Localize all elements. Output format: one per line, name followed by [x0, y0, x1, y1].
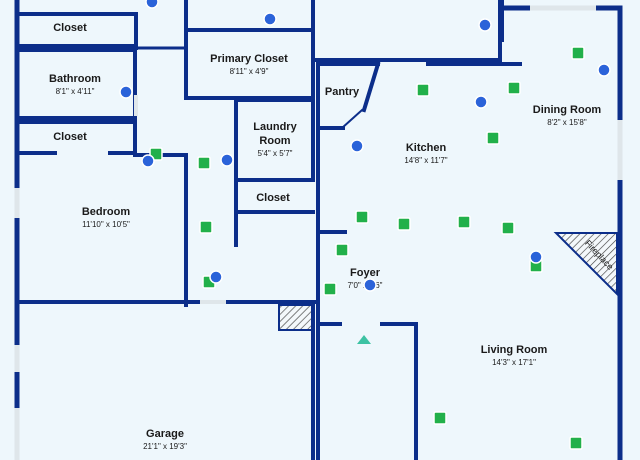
room-closet-small-name: Closet [256, 192, 290, 204]
room-dining-name: Dining Room [533, 104, 602, 116]
green-camera-marker-icon[interactable] [197, 156, 211, 170]
green-camera-marker-icon[interactable] [433, 411, 447, 425]
room-bedroom-name: Bedroom [82, 206, 131, 218]
blue-360-marker-icon[interactable] [145, 0, 159, 9]
room-laundry-dims: 5'4" x 5'7" [258, 149, 293, 158]
room-bathroom-name: Bathroom [49, 73, 101, 85]
green-camera-marker-icon[interactable] [323, 282, 337, 296]
green-camera-marker-icon[interactable] [355, 210, 369, 224]
green-camera-marker-icon[interactable] [571, 46, 585, 60]
room-kitchen-name: Kitchen [406, 142, 447, 154]
room-laundry-name-line1: Laundry [253, 121, 297, 133]
green-camera-marker-icon[interactable] [199, 220, 213, 234]
walls [14, 0, 623, 460]
photo-markers[interactable] [119, 0, 611, 450]
green-camera-marker-icon[interactable] [397, 217, 411, 231]
room-laundry-name-line2: Room [259, 135, 290, 147]
green-camera-marker-icon[interactable] [569, 436, 583, 450]
green-camera-marker-icon[interactable] [507, 81, 521, 95]
blue-360-marker-icon[interactable] [350, 139, 364, 153]
blue-360-marker-icon[interactable] [263, 12, 277, 26]
room-garage-dims: 21'1" x 19'3" [143, 442, 187, 451]
hatched-column [278, 304, 314, 331]
green-camera-marker-icon[interactable] [486, 131, 500, 145]
green-camera-marker-icon[interactable] [501, 221, 515, 235]
blue-360-marker-icon[interactable] [363, 278, 377, 292]
room-primary-closet-dims: 8'11" x 4'9" [230, 67, 269, 76]
blue-360-marker-icon[interactable] [209, 270, 223, 284]
room-bathroom-dims: 8'1" x 4'11" [56, 87, 95, 96]
green-camera-marker-icon[interactable] [335, 243, 349, 257]
blue-360-marker-icon[interactable] [478, 18, 492, 32]
blue-360-marker-icon[interactable] [119, 85, 133, 99]
room-closet-mid-name: Closet [53, 131, 87, 143]
entry-triangle-icon [357, 335, 371, 344]
green-camera-marker-icon[interactable] [457, 215, 471, 229]
room-bedroom-dims: 11'10" x 10'5" [82, 220, 130, 229]
room-living-name: Living Room [481, 344, 548, 356]
room-primary-closet-name: Primary Closet [210, 53, 288, 65]
blue-360-marker-icon[interactable] [597, 63, 611, 77]
room-pantry-name: Pantry [325, 86, 360, 98]
room-closet-top-name: Closet [53, 22, 87, 34]
room-dining-dims: 8'2" x 15'8" [547, 118, 587, 127]
blue-360-marker-icon[interactable] [529, 250, 543, 264]
room-foyer-name: Foyer [350, 267, 381, 279]
room-garage-name: Garage [146, 428, 184, 440]
door-openings [14, 5, 623, 460]
room-living-dims: 14'3" x 17'1" [492, 358, 536, 367]
fireplace [553, 232, 618, 297]
blue-360-marker-icon[interactable] [141, 154, 155, 168]
room-kitchen-dims: 14'8" x 11'7" [404, 156, 447, 165]
green-camera-marker-icon[interactable] [416, 83, 430, 97]
blue-360-marker-icon[interactable] [474, 95, 488, 109]
blue-360-marker-icon[interactable] [220, 153, 234, 167]
